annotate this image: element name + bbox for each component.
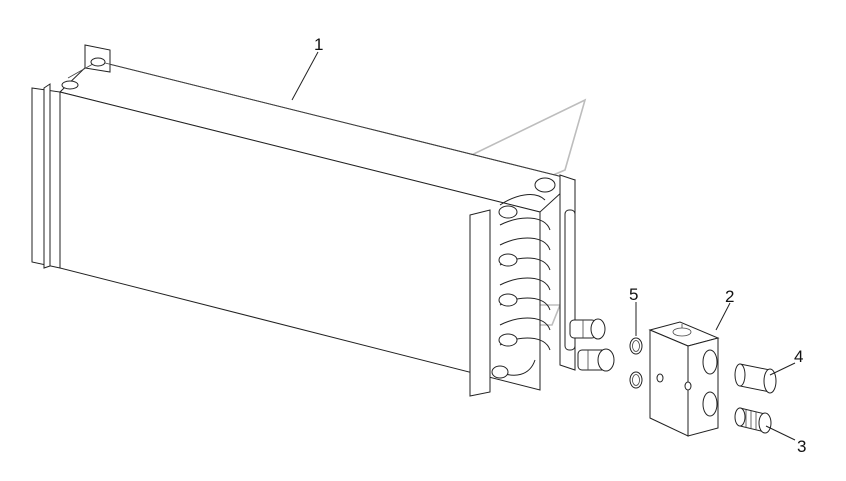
threaded-plug-icon <box>734 407 772 434</box>
leader-3 <box>765 425 796 441</box>
leader-1 <box>291 51 319 101</box>
evaporator-core-icon <box>31 44 615 397</box>
leader-lines <box>291 51 796 441</box>
cap-fitting-icon <box>734 363 777 394</box>
callout-4: 4 <box>794 347 803 366</box>
callout-3: 3 <box>797 437 806 456</box>
callout-2: 2 <box>725 287 734 306</box>
callout-5: 5 <box>629 285 638 304</box>
leader-2 <box>715 302 731 331</box>
callout-1: 1 <box>314 35 323 54</box>
callout-labels: 1 2 3 4 5 <box>314 35 806 456</box>
expansion-valve-block-icon <box>648 321 720 437</box>
o-ring-icon <box>629 337 643 389</box>
leader-4 <box>769 362 796 376</box>
